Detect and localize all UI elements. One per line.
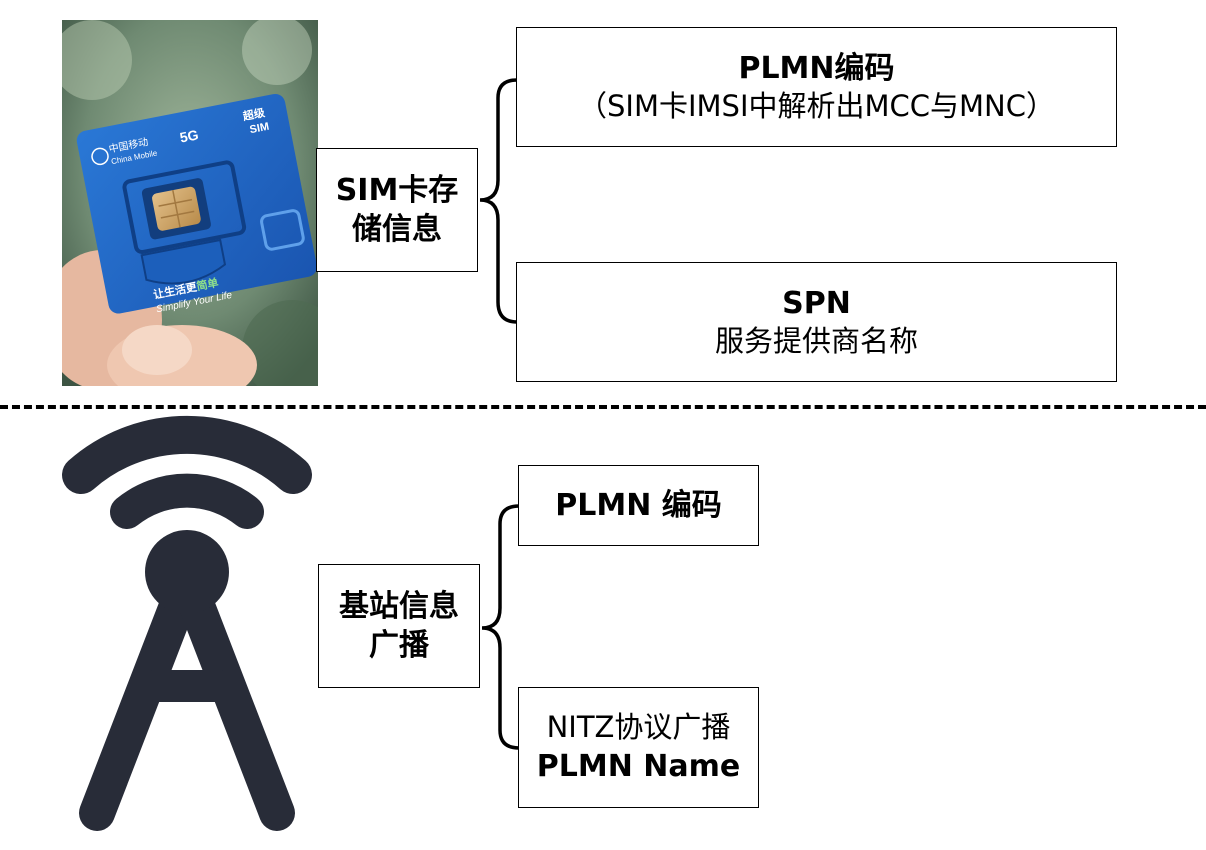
bottom-brace [481,504,520,750]
plmn-code-box-bottom: PLMN 编码 [518,465,759,546]
section-divider [0,405,1206,409]
sim-storage-line1: SIM卡存 [335,173,459,208]
spn-box: SPN 服务提供商名称 [516,262,1117,382]
radio-tower-icon [62,415,312,831]
base-station-line2: 广播 [369,628,429,663]
nitz-box: NITZ协议广播 PLMN Name [518,687,759,808]
plmn-code-bottom-title: PLMN 编码 [555,488,722,523]
top-brace [479,78,518,324]
plmn-code-desc: （SIM卡IMSI中解析出MCC与MNC） [578,88,1055,123]
spn-title: SPN [782,285,851,321]
nitz-line1: NITZ协议广播 [546,710,731,745]
plmn-code-title: PLMN编码 [738,50,895,86]
sim-card-photo: 中国移动 China Mobile 5G 超级 SIM 让生活更简单 Simpl… [62,20,318,386]
sim-storage-line2: 储信息 [352,212,442,247]
super-sim-cn-text: 超级 [241,105,267,123]
base-station-box: 基站信息 广播 [318,564,480,688]
network-badge-text: 5G [178,126,199,145]
plmn-code-box-top: PLMN编码 （SIM卡IMSI中解析出MCC与MNC） [516,27,1117,147]
super-sim-en-text: SIM [249,121,270,137]
slogan-cn-green: 简单 [195,275,219,293]
base-station-line1: 基站信息 [339,589,459,624]
nitz-line2: PLMN Name [536,748,741,784]
spn-desc: 服务提供商名称 [714,323,918,358]
sim-storage-box: SIM卡存 储信息 [316,148,478,272]
